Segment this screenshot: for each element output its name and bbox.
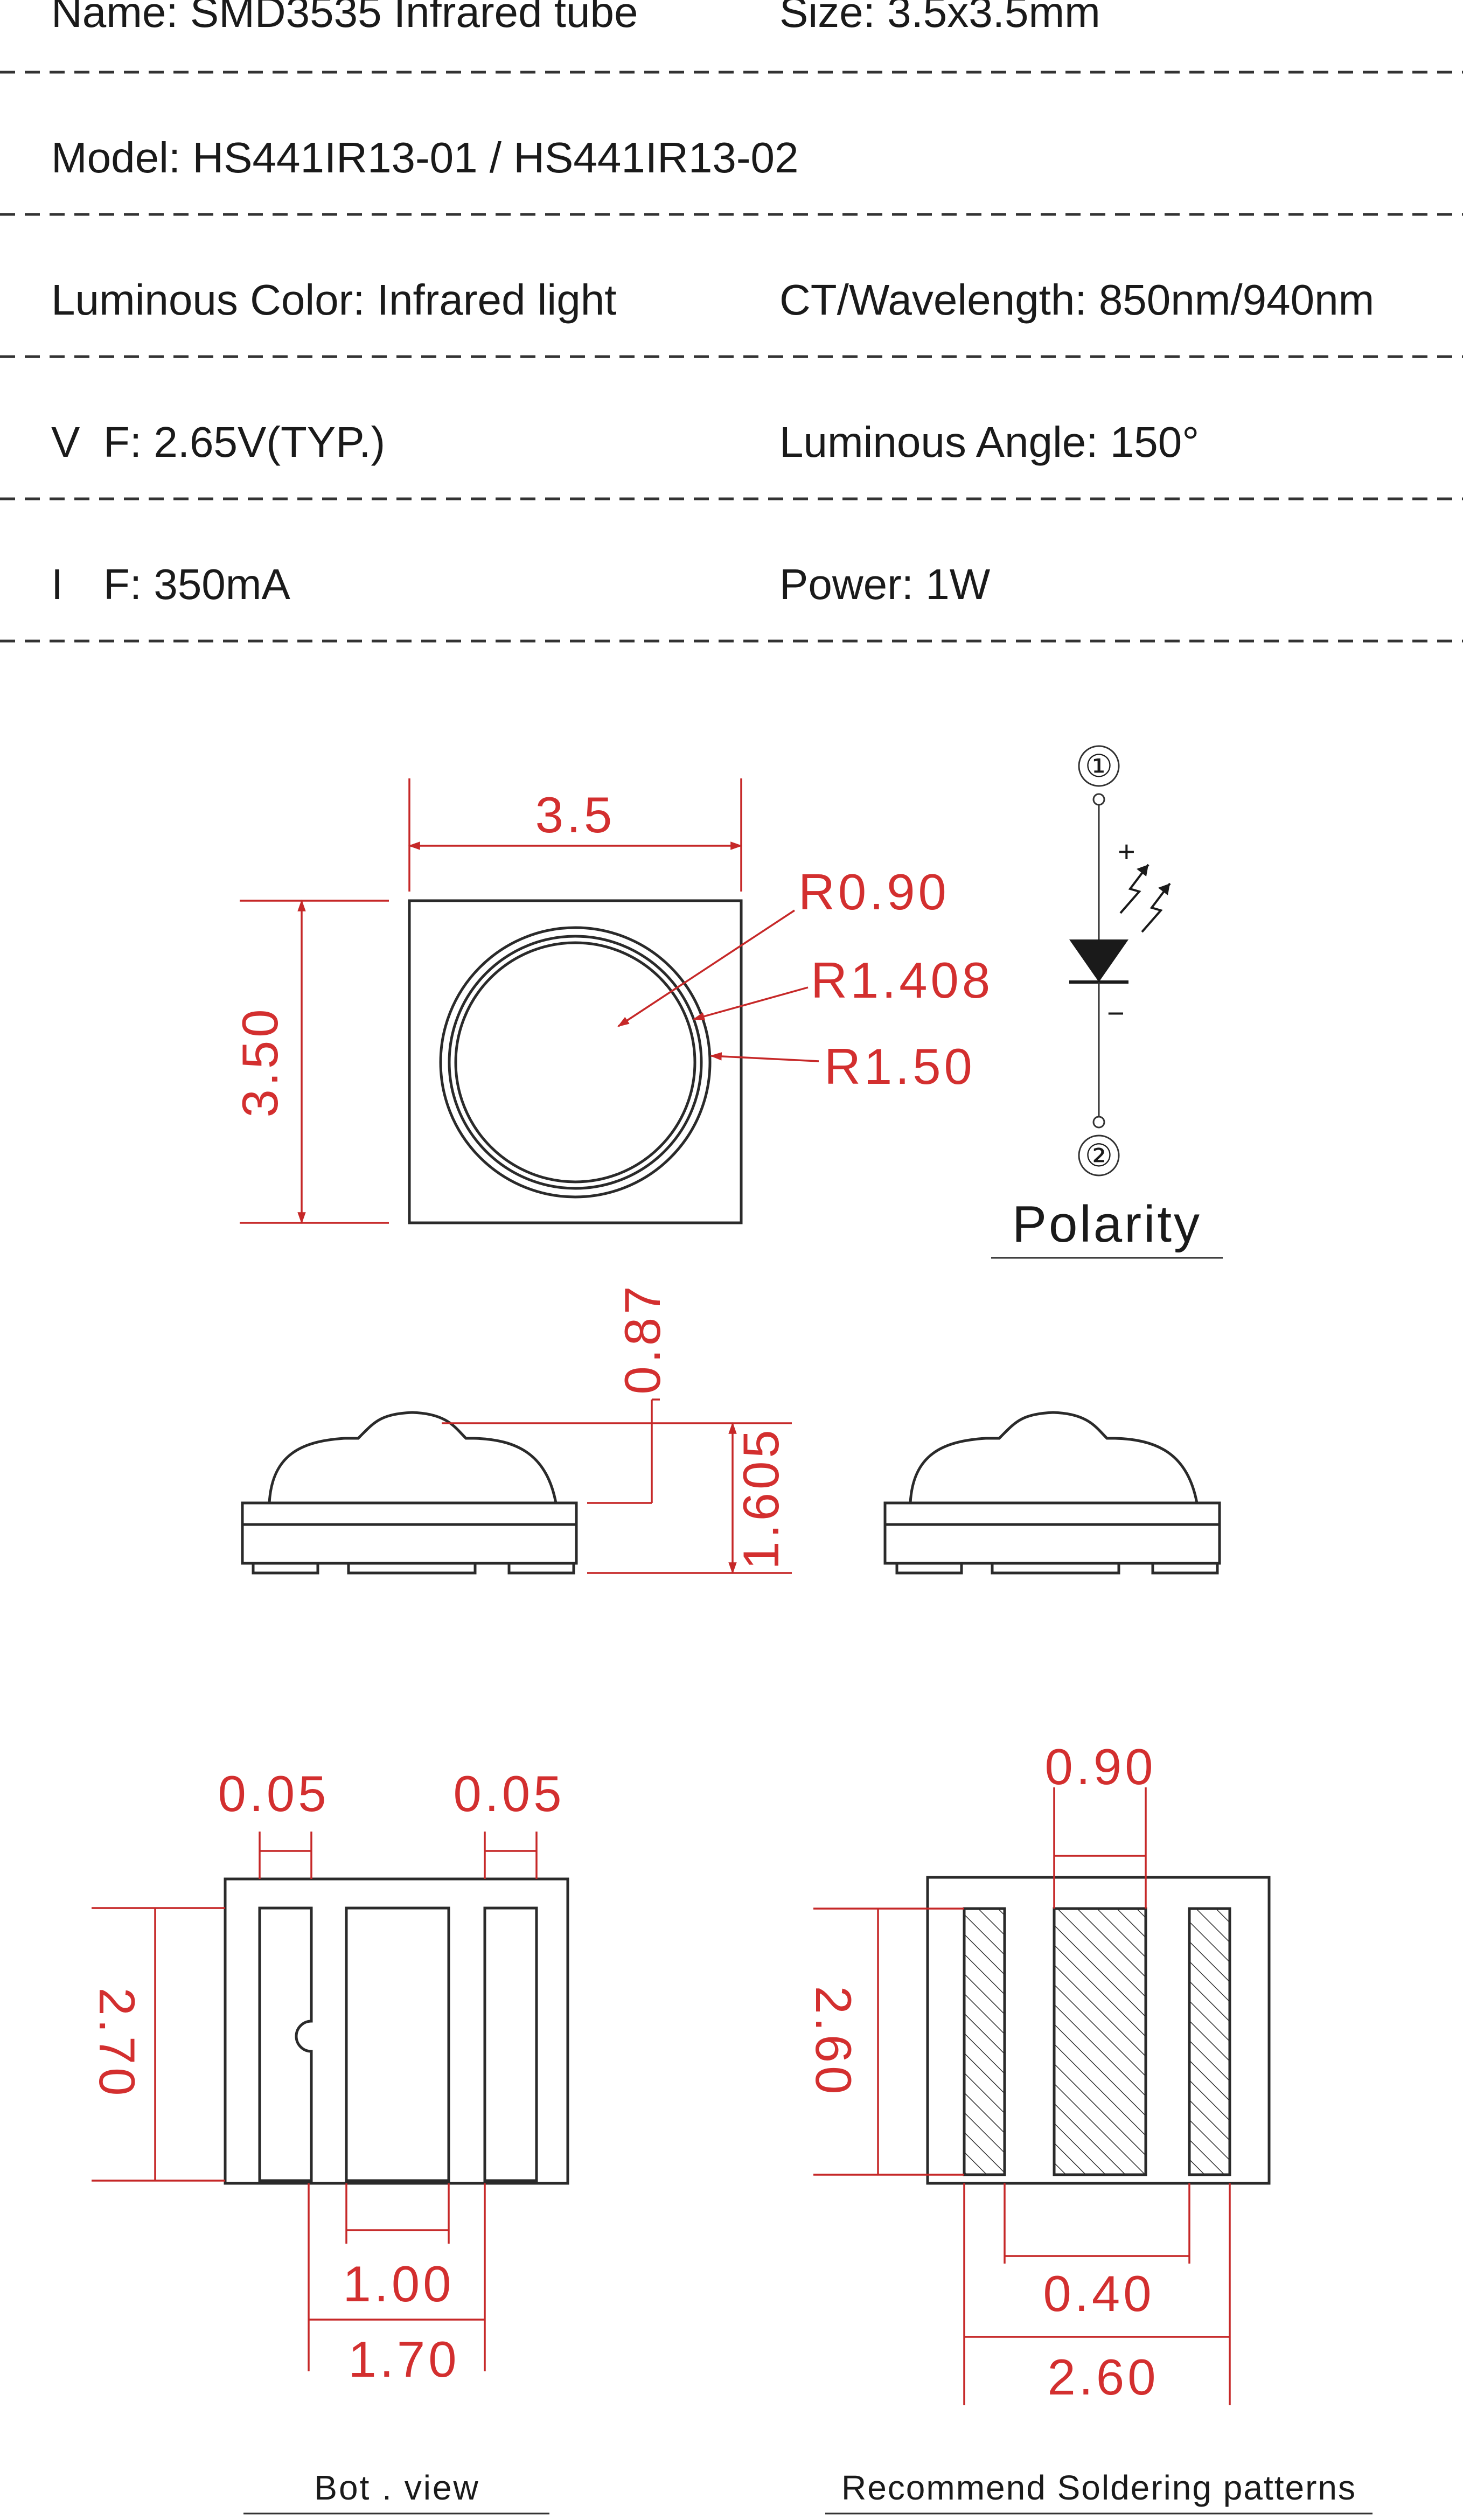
lens-inner-ring [454, 941, 696, 1184]
spec-name: Name: SMD3535 Infrared tube [51, 0, 638, 36]
diode-triangle-icon [1069, 939, 1128, 982]
top-view: 3.5 3.50 R0.90 R1.408 R1.50 [232, 778, 993, 1224]
leader-r-inner [617, 909, 795, 1027]
solder-pattern: 0.90 2.60 0.40 2.60 Recommend Soldering … [805, 1738, 1373, 2515]
pad-anode [483, 1906, 538, 2182]
lens-mid-ring [448, 935, 703, 1190]
solder-outline [926, 1876, 1271, 2185]
pad-center [347, 1562, 477, 1575]
solder-pad-right [1188, 1907, 1231, 2176]
dim-total-height-label: 1.605 [733, 1426, 789, 1569]
dim-r-mid-label: R1.408 [811, 952, 993, 1008]
dim-solder-total-label: 2.60 [1048, 2349, 1159, 2405]
polarity-symbol: ① ② + − Polarity [991, 745, 1223, 1259]
dim-dome-height-label: 0.87 [614, 1283, 671, 1395]
minus-sign: − [1107, 996, 1125, 1030]
leader-r-outer [709, 1052, 819, 1062]
side-view-right [883, 1411, 1221, 1575]
dim-solder-center-label: 0.90 [1045, 1738, 1157, 1795]
spec-angle: Luminous Angle: 150° [779, 418, 1199, 466]
spec-if: F: 350mA [103, 560, 290, 608]
pin2-label: ② [1085, 1138, 1113, 1173]
pad-left [895, 1562, 963, 1575]
emission-arrowhead [1137, 865, 1148, 876]
bottom-view: 0.05 0.05 2.70 1.00 1.70 Bot . view [89, 1765, 569, 2515]
pad-cathode [258, 1906, 313, 2182]
pad-center [991, 1562, 1120, 1575]
dim-solder-gap-label: 0.40 [1043, 2265, 1155, 2322]
plus-sign: + [1118, 834, 1135, 868]
bottom-view-caption: Bot . view [314, 2468, 479, 2507]
spec-if-label: I [51, 560, 63, 608]
dim-gap-right-label: 0.05 [454, 1765, 565, 1822]
pad-right [1151, 1562, 1219, 1575]
spec-luminous-color: Luminous Color: Infrared light [51, 276, 616, 324]
lens-base [241, 1501, 578, 1526]
dim-width-label: 3.5 [535, 786, 616, 843]
solder-pad-center [1053, 1907, 1147, 2176]
dim-pad-height-label: 2.70 [89, 1988, 145, 2099]
dim-r-inner-label: R0.90 [798, 864, 950, 920]
solder-pad-left [963, 1907, 1006, 2176]
package-body-bottom [224, 1877, 569, 2185]
pin1-circle [1078, 745, 1120, 787]
side-view-left: 1.605 0.87 [241, 1283, 792, 1575]
emission-arrows-icon [1119, 864, 1171, 933]
pad-left [252, 1562, 319, 1575]
emission-arrowhead [1158, 883, 1170, 895]
spec-power: Power: 1W [779, 560, 991, 608]
dim-span-label: 1.70 [349, 2331, 460, 2387]
spec-vf: F: 2.65V(TYP.) [103, 418, 385, 466]
solder-pattern-caption: Recommend Soldering patterns [841, 2468, 1356, 2507]
pad-thermal [345, 1906, 450, 2182]
spec-wavelength: CT/Wavelength: 850nm/940nm [779, 276, 1374, 324]
spec-size: Size: 3.5x3.5mm [779, 0, 1100, 36]
polarity-title: Polarity [1012, 1195, 1202, 1253]
pin2-circle [1078, 1134, 1120, 1177]
spec-model: Model: HS441IR13-01 / HS441IR13-02 [51, 134, 798, 182]
spec-vf-label: V [51, 418, 80, 466]
substrate [241, 1523, 578, 1565]
dim-center-width-label: 1.00 [343, 2256, 455, 2312]
lens-base [883, 1501, 1221, 1526]
leader-r-mid [692, 986, 809, 1021]
package-body-top [408, 899, 743, 1224]
pad-right [507, 1562, 575, 1575]
dome-profile [909, 1411, 1199, 1503]
pin1-terminal [1092, 793, 1105, 806]
pin2-terminal [1092, 1116, 1105, 1129]
pin1-label: ① [1085, 749, 1113, 784]
dim-height-label: 3.50 [232, 1006, 288, 1118]
dim-solder-height-label: 2.60 [805, 1986, 862, 2098]
dim-r-outer-label: R1.50 [824, 1038, 976, 1095]
spec-table: Name: SMD3535 Infrared tube Size: 3.5x3.… [0, 0, 1463, 643]
dim-gap-left-label: 0.05 [218, 1765, 330, 1822]
substrate [883, 1523, 1221, 1565]
dome-profile [268, 1411, 558, 1503]
lens-outer-ring [439, 926, 712, 1199]
